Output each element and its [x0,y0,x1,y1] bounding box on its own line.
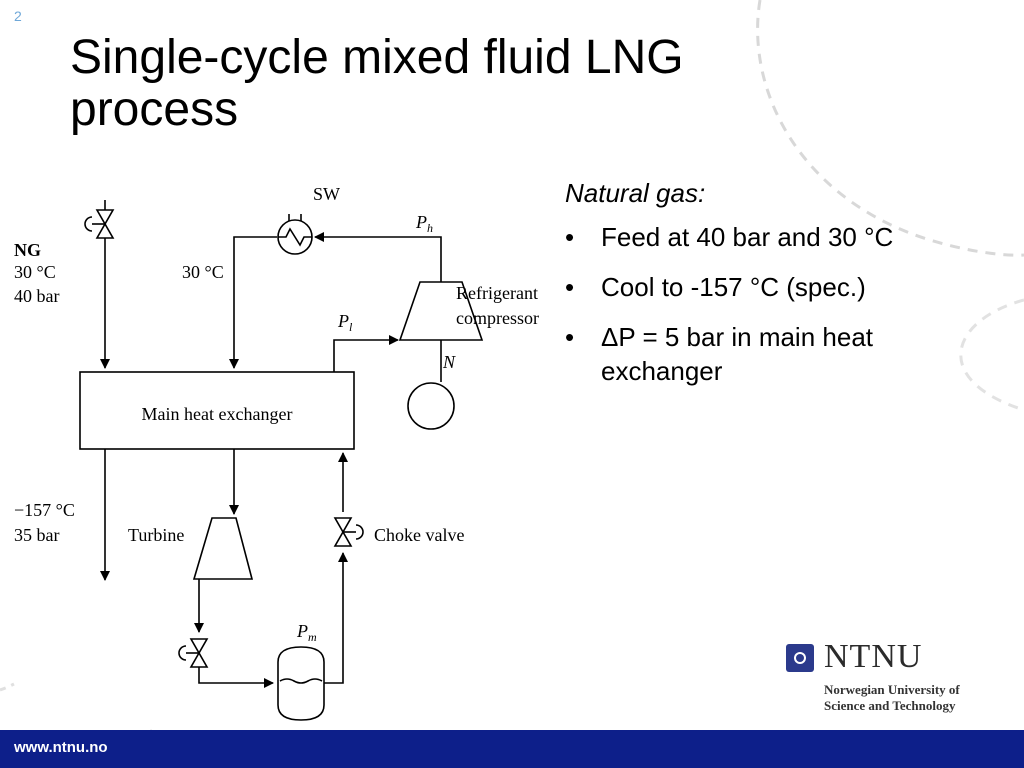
logo-subtitle-line-1: Norwegian University of [824,682,960,697]
seawater-cooler-icon [277,214,313,255]
bullet-text: Cool to -157 °C (spec.) [601,272,866,302]
pm-label: Pm [296,621,317,644]
ng-temp-label: 30 °C [14,262,56,282]
refrigerant-temp-label: 30 °C [182,262,224,282]
ng-valve-icon [84,209,115,239]
bullet-dot: • [565,322,575,352]
slide-title: Single-cycle mixed fluid LNG process [70,32,830,136]
bullet-list: • Feed at 40 bar and 30 °C • Cool to -15… [565,220,995,388]
bullet-dot: • [565,222,575,252]
low-pressure-line [333,335,399,372]
choke-valve-label: Choke valve [374,525,464,545]
separator-inlet-line [198,667,274,688]
cooled-refrigerant-line [229,236,277,369]
bullet-text: Feed at 40 bar and 30 °C [601,222,894,252]
outlet-temp-label: −157 °C [14,500,75,520]
title-line-2: process [70,83,239,136]
bullet-dot: • [565,272,575,302]
logo-subtitle-line-2: Science and Technology [824,698,956,713]
title-line-1: Single-cycle mixed fluid LNG [70,31,684,84]
compressor-discharge-line [314,232,442,283]
refrigerant-compressor-icon [398,281,484,341]
bullet-text: ΔP = 5 bar in main heat exchanger [601,322,873,386]
bullet-item: • Cool to -157 °C (spec.) [565,270,995,304]
heat-exchanger-label: Main heat exchanger [142,404,293,424]
n-label: N [442,352,456,372]
refrigerant-label-line-1: Refrigerant [456,283,538,303]
sw-label: SW [313,184,340,204]
bullets-heading: Natural gas: [565,178,706,208]
slide-number: 2 [14,8,22,24]
ph-label: Ph [415,212,433,235]
turbine-label: Turbine [128,525,184,545]
footer-url-link[interactable]: www.ntnu.no [14,739,108,756]
lng-process-diagram: NG 30 °C 40 bar SW 30 °C Ph Pl Refrigera… [14,184,539,721]
separator-outlet-line [324,552,348,684]
logo-name: NTNU [824,638,923,675]
bullet-item: • Feed at 40 bar and 30 °C [565,220,995,254]
footer-bar: www.ntnu.no [0,730,1024,768]
outlet-pressure-label: 35 bar [14,525,59,545]
pl-label: Pl [337,311,353,334]
main-heat-exchanger-box [79,371,355,450]
ng-pressure-label: 40 bar [14,286,59,306]
bullet-panel: Natural gas: • Feed at 40 bar and 30 °C … [565,176,995,404]
choke-valve-icon [333,517,364,547]
compressor-motor-icon [407,382,455,430]
ng-label: NG [14,240,41,260]
ntnu-logo-icon-dot [796,654,804,662]
turbine-outlet-valve-icon [178,638,209,668]
separator-drum-icon [277,646,325,721]
turbine-icon [192,517,254,580]
ntnu-logo: NTNU Norwegian University of Science and… [786,638,1006,720]
bullet-item: • ΔP = 5 bar in main heat exchanger [565,320,995,388]
refrigerant-label-line-2: compressor [456,308,539,328]
